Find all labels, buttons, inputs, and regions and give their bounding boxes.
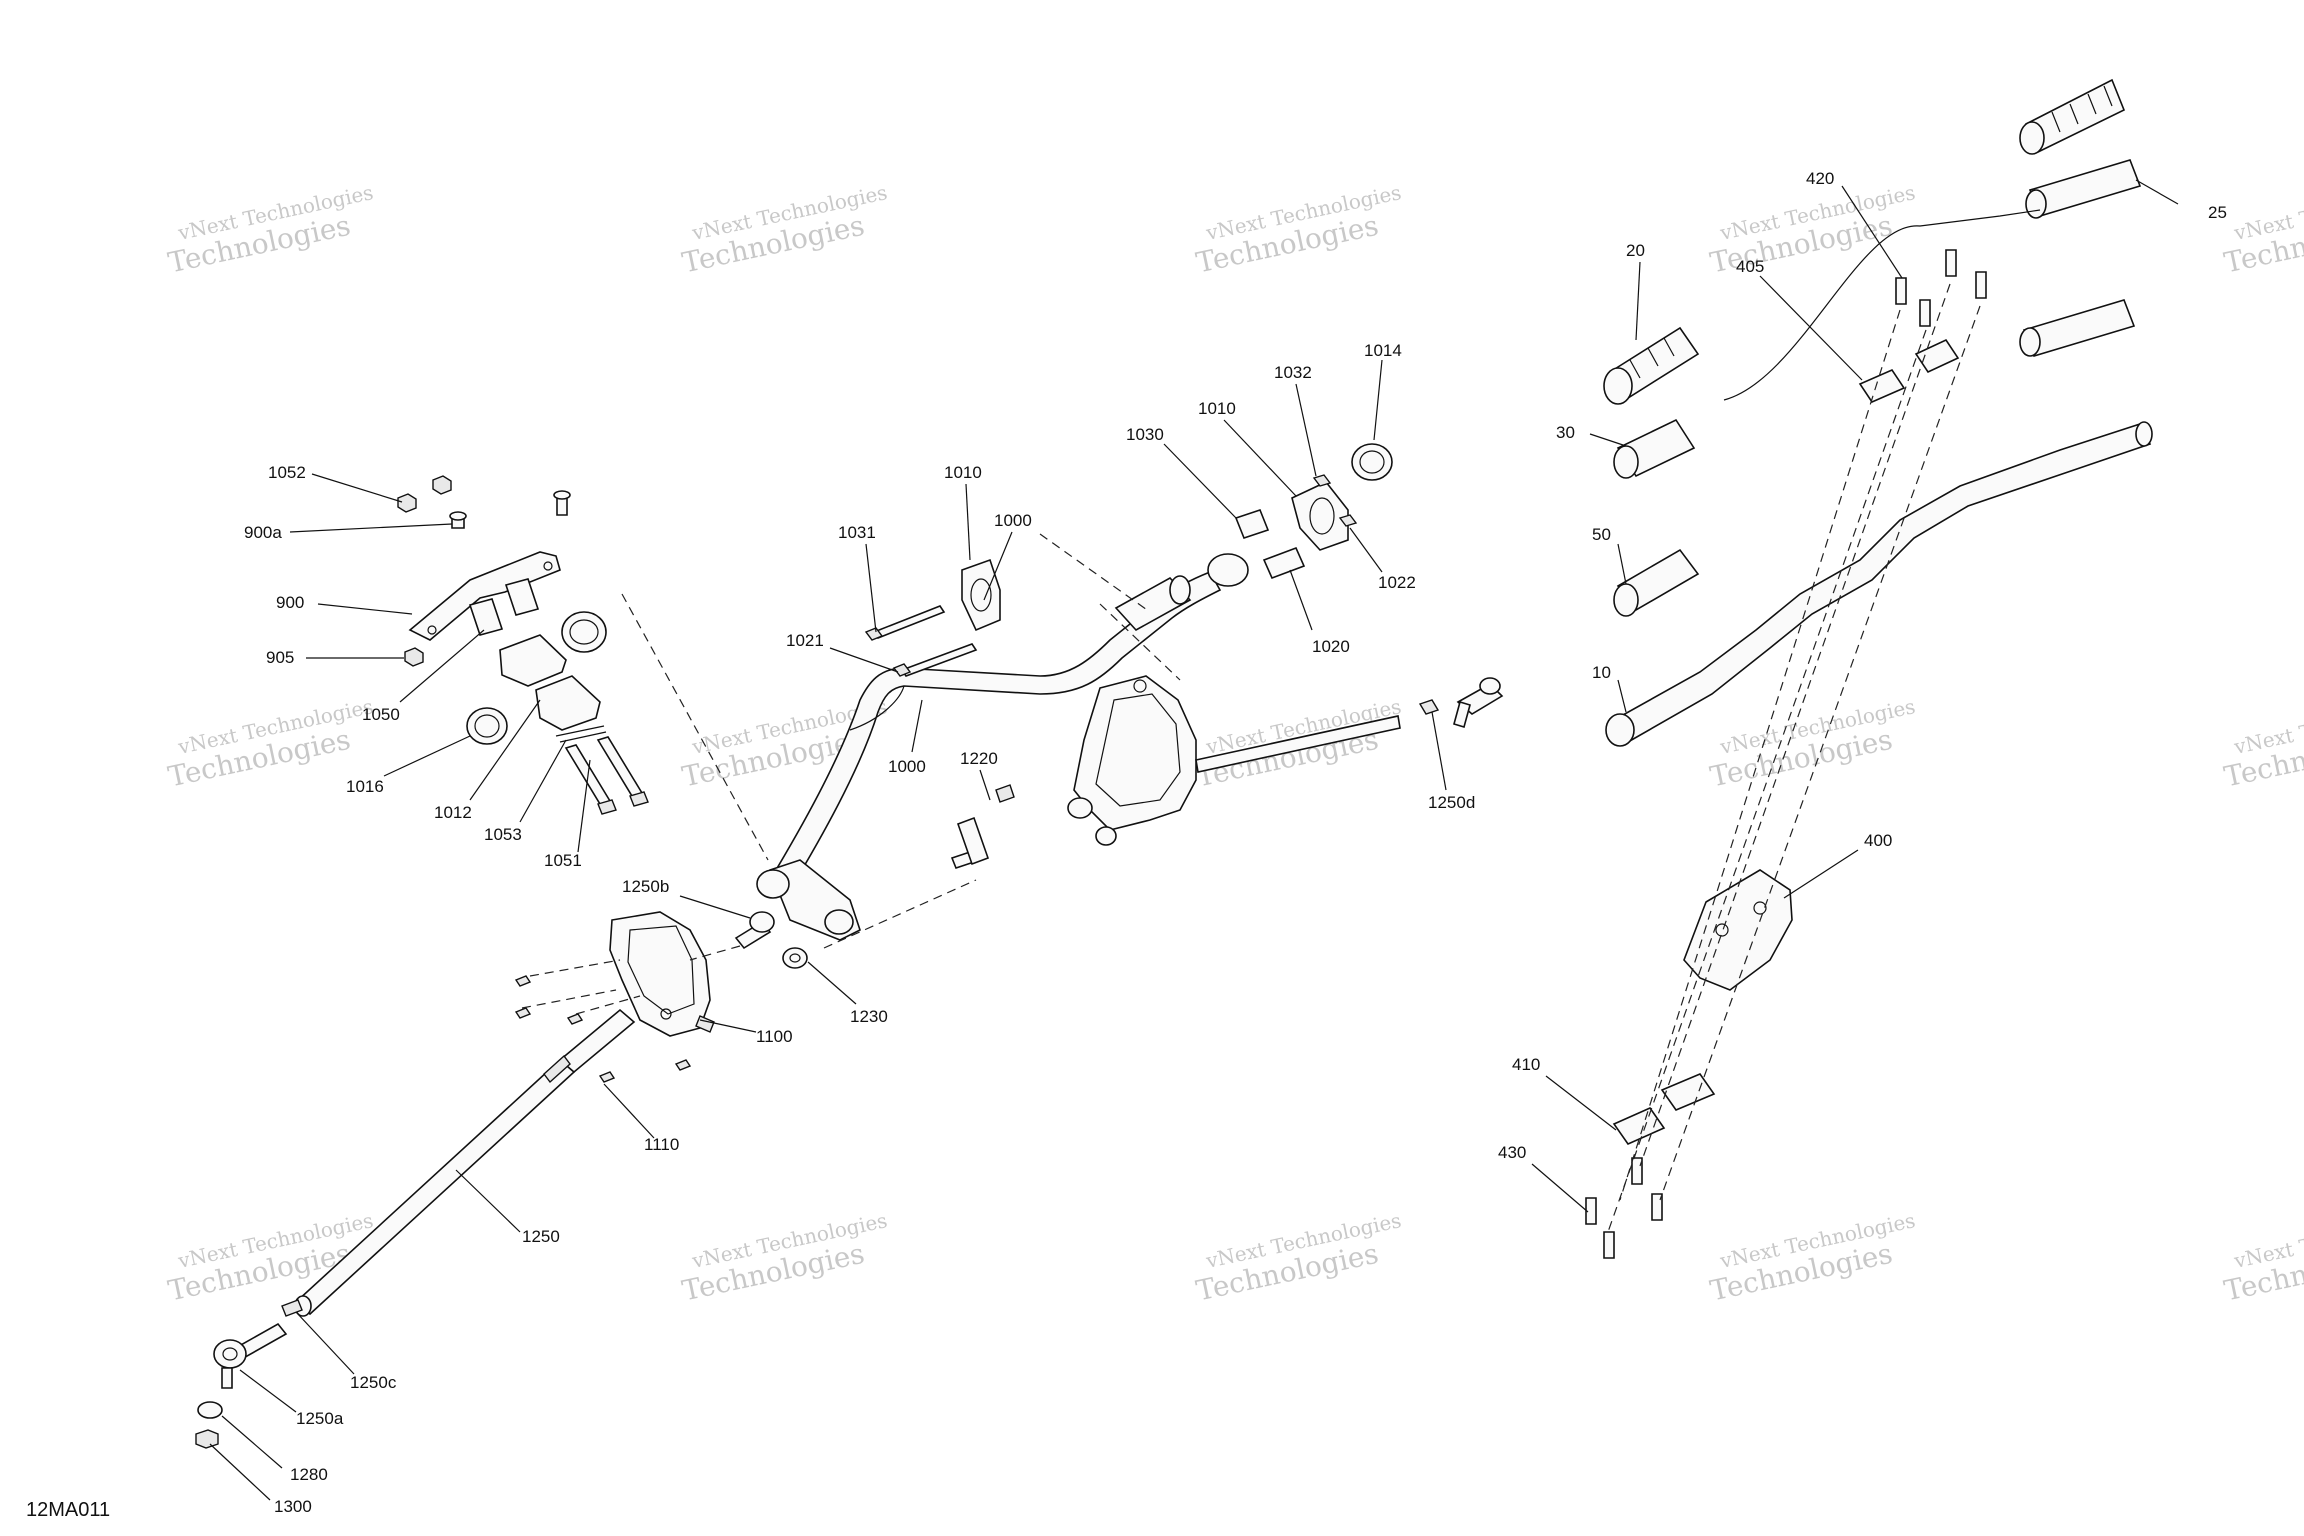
callout-1230: 1230	[850, 1007, 888, 1026]
callout-1250a: 1250a	[296, 1409, 344, 1428]
steering-gearbox	[609, 911, 715, 1037]
callout-900a: 900a	[244, 523, 282, 542]
callout-1250c: 1250c	[350, 1373, 397, 1392]
callout-1250: 1250	[522, 1227, 560, 1246]
callout-1022: 1022	[1378, 573, 1416, 592]
callout-25: 25	[2208, 203, 2227, 222]
figure-id: 12MA011	[26, 1499, 110, 1521]
callout-1220: 1220	[960, 749, 998, 768]
callout-20: 20	[1626, 241, 1645, 260]
callout-1012: 1012	[434, 803, 472, 822]
callout-1000-lower: 1000	[888, 757, 926, 776]
callout-1021: 1021	[786, 631, 824, 650]
callout-405: 405	[1736, 257, 1764, 276]
upper-clamp-assembly	[397, 475, 649, 815]
callout-400: 400	[1864, 831, 1892, 850]
callout-1053: 1053	[484, 825, 522, 844]
callout-30: 30	[1556, 423, 1575, 442]
callout-1051: 1051	[544, 851, 582, 870]
callout-1250b: 1250b	[622, 877, 669, 896]
callout-1014: 1014	[1364, 341, 1402, 360]
callout-905: 905	[266, 648, 294, 667]
lower-shaft	[195, 911, 775, 1449]
callout-420: 420	[1806, 169, 1834, 188]
callout-430: 430	[1498, 1143, 1526, 1162]
callout-1031: 1031	[838, 523, 876, 542]
upper-gearbox	[1067, 675, 1504, 846]
callout-50: 50	[1592, 525, 1611, 544]
callout-1030: 1030	[1126, 425, 1164, 444]
callout-1010-upper: 1010	[1198, 399, 1236, 418]
handlebar-assembly	[1585, 78, 2153, 1259]
callout-1100: 1100	[756, 1027, 793, 1046]
leader-lines	[209, 179, 2179, 1501]
assembly-lines	[521, 283, 1981, 1233]
callout-1032: 1032	[1274, 363, 1312, 382]
callout-900: 900	[276, 593, 304, 612]
callout-1250d: 1250d	[1428, 793, 1475, 812]
callout-1050: 1050	[362, 705, 400, 724]
callout-1052: 1052	[268, 463, 306, 482]
callout-labels: 1052 900a 900 905 1050 1016 1012 1053 10…	[244, 169, 2227, 1516]
callout-1110: 1110	[644, 1135, 679, 1154]
callout-1020: 1020	[1312, 637, 1350, 656]
callout-1016: 1016	[346, 777, 384, 796]
callout-1300: 1300	[274, 1497, 312, 1516]
callout-1000-upper: 1000	[994, 511, 1032, 530]
steering-column	[756, 443, 1393, 969]
callout-1010-lower: 1010	[944, 463, 982, 482]
callout-1280: 1280	[290, 1465, 328, 1484]
callout-410: 410	[1512, 1055, 1540, 1074]
callout-10: 10	[1592, 663, 1611, 682]
